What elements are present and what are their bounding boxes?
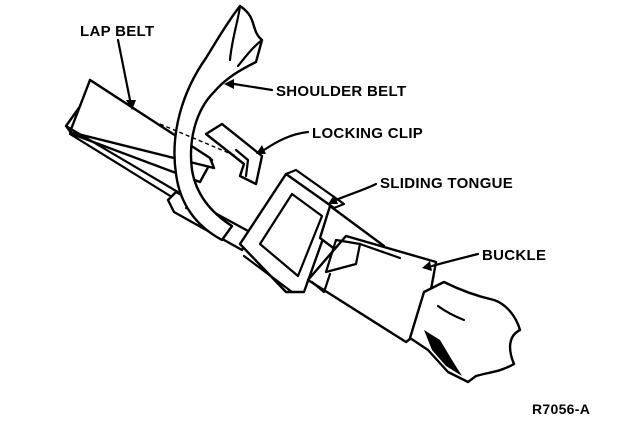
shoulder-belt [173, 4, 264, 242]
buckle [306, 234, 522, 384]
locking-clip [159, 122, 264, 186]
figure-id-label: R7056-A [532, 401, 590, 417]
sliding-tongue-label: SLIDING TONGUE [380, 175, 513, 192]
buckle-label: BUCKLE [482, 247, 546, 264]
locking-clip-label: LOCKING CLIP [312, 125, 423, 142]
lap-belt-label: LAP BELT [80, 23, 154, 40]
sliding-tongue [238, 168, 346, 294]
leader-lines [116, 38, 480, 271]
shoulder-belt-label: SHOULDER BELT [276, 83, 406, 100]
